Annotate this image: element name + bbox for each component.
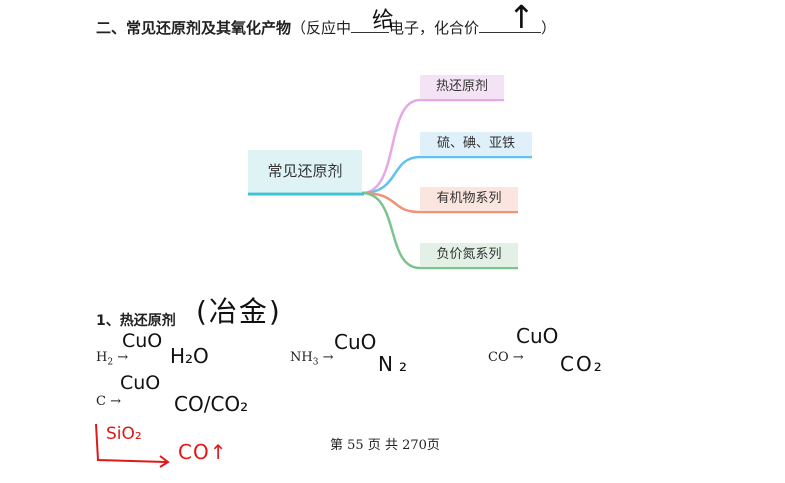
reactant: C bbox=[96, 394, 106, 409]
mindmap-root: 常见还原剂 bbox=[248, 150, 362, 192]
branch-label: 有机物系列 bbox=[436, 191, 502, 206]
branch-label: 硫、碘、亚铁 bbox=[436, 136, 515, 151]
red-arrow-mark bbox=[95, 423, 170, 468]
product-n2: N₂ bbox=[378, 352, 413, 376]
branch-label: 负价氮系列 bbox=[436, 247, 502, 262]
hand-fill-up-arrow: ↑ bbox=[508, 0, 535, 36]
product-h2o: H₂O bbox=[170, 344, 209, 368]
title-paren-prefix: （反应中 bbox=[291, 19, 352, 37]
reactant: NH bbox=[290, 350, 313, 365]
arrow: → bbox=[322, 350, 334, 365]
blank-2 bbox=[479, 16, 542, 33]
over-cuo-4: CuO bbox=[120, 372, 161, 394]
reaction-nh3: NH3 → bbox=[290, 350, 334, 368]
over-cuo-1: CuO bbox=[122, 330, 163, 352]
arrow: → bbox=[110, 394, 121, 409]
red-over-sio2: SiO₂ bbox=[106, 424, 142, 444]
reaction-c: C → bbox=[96, 394, 121, 409]
over-cuo-3: CuO bbox=[516, 324, 559, 348]
connector-nitrogen bbox=[361, 191, 518, 270]
red-product-co: CO↑ bbox=[178, 440, 228, 464]
blank-1 bbox=[351, 16, 390, 33]
reactant-sub: 3 bbox=[312, 357, 319, 368]
title-paren-close: ） bbox=[541, 19, 557, 37]
mindmap-branch-heat: 热还原剂 bbox=[420, 75, 504, 99]
connector-sulfur bbox=[361, 155, 532, 195]
title-mid-text: 电子，化合价 bbox=[389, 19, 480, 37]
mindmap-branch-sulfur: 硫、碘、亚铁 bbox=[420, 132, 532, 156]
section-title: 二、常见还原剂及其氧化产物 bbox=[96, 19, 292, 37]
mindmap-branch-organic: 有机物系列 bbox=[420, 187, 518, 211]
reactant-sub: 2 bbox=[107, 357, 114, 368]
arrow: → bbox=[512, 350, 524, 365]
branch-label: 热还原剂 bbox=[435, 79, 488, 94]
reaction-co: CO → bbox=[488, 350, 524, 365]
section-title-line: 二、常见还原剂及其氧化产物（反应中 电子，化合价 ） bbox=[96, 16, 556, 39]
product-co-co2: CO/CO₂ bbox=[174, 392, 249, 416]
arrow: → bbox=[117, 350, 129, 365]
reactant: H bbox=[96, 350, 108, 365]
connector-organic bbox=[361, 191, 518, 214]
hand-note-metallurgy: (冶金) bbox=[196, 295, 282, 328]
subsection-title: 1、热还原剂 bbox=[96, 313, 176, 329]
product-co2: CO₂ bbox=[560, 352, 604, 376]
mindmap-root-label: 常见还原剂 bbox=[267, 162, 343, 180]
connector-heat bbox=[361, 98, 504, 195]
page-footer: 第 55 页 共 270页 bbox=[330, 438, 440, 453]
over-cuo-2: CuO bbox=[334, 330, 377, 354]
mindmap-branch-nitrogen: 负价氮系列 bbox=[420, 243, 518, 267]
reaction-h2: H2 → bbox=[96, 350, 128, 368]
reactant: CO bbox=[488, 350, 509, 365]
